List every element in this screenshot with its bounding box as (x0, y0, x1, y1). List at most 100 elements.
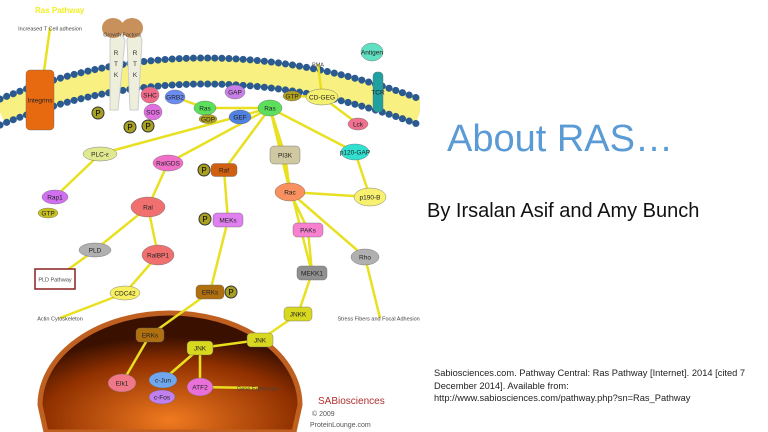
svg-text:GDP: GDP (201, 117, 215, 124)
svg-text:PLC-ε: PLC-ε (91, 152, 109, 159)
phosphate-marker: P (224, 285, 238, 299)
node-pma: PMA (312, 63, 324, 69)
node-tcr: TCR (371, 71, 385, 113)
svg-text:Antigen: Antigen (361, 50, 383, 57)
cell-membrane (0, 54, 420, 129)
svg-text:c-Fos: c-Fos (154, 395, 171, 402)
svg-text:CDC42: CDC42 (114, 291, 136, 298)
svg-text:Growth Factors: Growth Factors (103, 33, 141, 39)
node-erks: ERKs (195, 284, 225, 300)
node-rac: Rac (274, 182, 306, 202)
svg-text:Increased T Cell adhesion: Increased T Cell adhesion (18, 27, 82, 33)
svg-text:GRB2: GRB2 (166, 95, 184, 102)
svg-text:P: P (127, 123, 132, 132)
svg-text:p120-GAP: p120-GAP (340, 150, 370, 157)
svg-text:ProteinLounge.com: ProteinLounge.com (310, 422, 371, 429)
svg-text:Rac: Rac (284, 190, 296, 197)
node-growth-factors: Growth Factors (103, 33, 141, 39)
svg-text:GTP: GTP (41, 211, 54, 218)
node-p190-b: p190-B (353, 187, 387, 207)
node-ras: Ras (257, 99, 283, 117)
svg-text:MEKs: MEKs (219, 218, 237, 225)
node-erks: ERKs (135, 327, 165, 343)
node-increased-t-cell-adhesion: Increased T Cell adhesion (18, 27, 82, 33)
rtk-receptors: RTK RTK (102, 18, 143, 111)
svg-text:p190-B: p190-B (360, 195, 381, 202)
node-integrins: Integrins (25, 69, 55, 131)
node-gtp: GTP (37, 207, 59, 219)
node-grb2: GRB2 (164, 89, 186, 105)
svg-text:Integrins: Integrins (28, 98, 54, 105)
svg-text:RalGDS: RalGDS (156, 161, 181, 168)
node-gdp: GDP (198, 114, 218, 124)
svg-text:P: P (201, 166, 206, 175)
pathway-arrow (269, 106, 356, 154)
svg-text:Raf: Raf (219, 168, 229, 175)
svg-text:PLD: PLD (89, 248, 102, 255)
svg-text:SHC: SHC (143, 93, 157, 100)
slide-title: About RAS… (447, 118, 673, 160)
pathway-arrow (289, 191, 366, 258)
svg-text:P: P (202, 215, 207, 224)
pathway-arrow (222, 169, 230, 221)
node-antigen: Antigen (360, 42, 383, 62)
node-rap1: Rap1 (41, 189, 69, 205)
node-pld-pathway: PLD Pathway (34, 268, 76, 290)
node-gap: GAP (224, 84, 246, 100)
node-atf2: ATF2 (186, 377, 214, 397)
svg-text:TCR: TCR (371, 90, 385, 97)
phosphate-marker: P (198, 212, 212, 226)
svg-text:MEKK1: MEKK1 (301, 271, 323, 278)
svg-text:CD-GEG: CD-GEG (309, 95, 335, 102)
pathway-arrow (167, 106, 271, 165)
svg-text:Ral: Ral (143, 205, 153, 212)
svg-text:GEF: GEF (233, 115, 246, 122)
svg-text:Ras: Ras (264, 106, 276, 113)
node-pld: PLD (78, 242, 112, 258)
node-jnk: JNK (246, 332, 274, 348)
citation-line: http://www.sabiosciences.com/pathway.php… (434, 393, 691, 403)
svg-text:PLD Pathway: PLD Pathway (38, 278, 72, 284)
node-gef: GEF (228, 109, 252, 125)
svg-text:© 2009: © 2009 (312, 410, 335, 418)
svg-text:ATF2: ATF2 (192, 385, 208, 392)
citation-line: Sabiosciences.com. Pathway Central: Ras … (434, 368, 746, 378)
svg-text:ERKs: ERKs (142, 333, 159, 340)
pathway-arrow (363, 256, 382, 319)
citation-line: December 2014]. Available from: (434, 380, 569, 391)
svg-text:JNK: JNK (194, 346, 207, 353)
node-p120-gap: p120-GAP (340, 143, 370, 161)
svg-text:JNK: JNK (254, 338, 267, 345)
pathway-arrow (208, 219, 230, 293)
rtk-label: RTK (113, 50, 120, 83)
node-sos: SOS (143, 103, 163, 121)
node-lck: Lck (347, 117, 369, 131)
svg-text:PI3K: PI3K (278, 153, 293, 160)
svg-text:Actin Cytoskeleton: Actin Cytoskeleton (37, 317, 83, 323)
node-ras: Ras (193, 100, 217, 116)
node-c-fos: c-Fos (148, 389, 176, 405)
node-cd-geg: CD-GEG (305, 88, 339, 106)
pathway-arrow (222, 107, 272, 171)
node-gene-expression: Gene Expression (237, 387, 279, 393)
node-actin-cytoskeleton: Actin Cytoskeleton (37, 317, 83, 323)
svg-text:SABiosciences: SABiosciences (318, 396, 385, 407)
node-plc-: PLC-ε (82, 146, 118, 162)
rtk-label: RTK (132, 50, 139, 83)
node-meks: MEKs (212, 212, 244, 228)
node-ral: Ral (130, 196, 166, 218)
node-stress-fibers-and-focal-adhesions: Stress Fibers and Focal Adhesions (338, 317, 421, 323)
pathway-arrow (54, 153, 101, 198)
phosphate-marker: P (91, 106, 105, 120)
node-paks: PAKs (292, 222, 324, 238)
svg-text:Rap1: Rap1 (47, 195, 63, 202)
citation: Sabiosciences.com. Pathway Central: Ras … (434, 367, 764, 405)
node-mekk1: MEKK1 (296, 265, 328, 281)
node-rho: Rho (350, 248, 380, 266)
svg-text:RalBP1: RalBP1 (147, 253, 169, 260)
svg-text:Ras: Ras (199, 106, 211, 113)
node-ralbp1: RalBP1 (141, 244, 175, 266)
node-elk1: Elk1 (107, 373, 137, 393)
svg-text:PMA: PMA (312, 63, 324, 69)
phosphate-marker: P (123, 120, 137, 134)
